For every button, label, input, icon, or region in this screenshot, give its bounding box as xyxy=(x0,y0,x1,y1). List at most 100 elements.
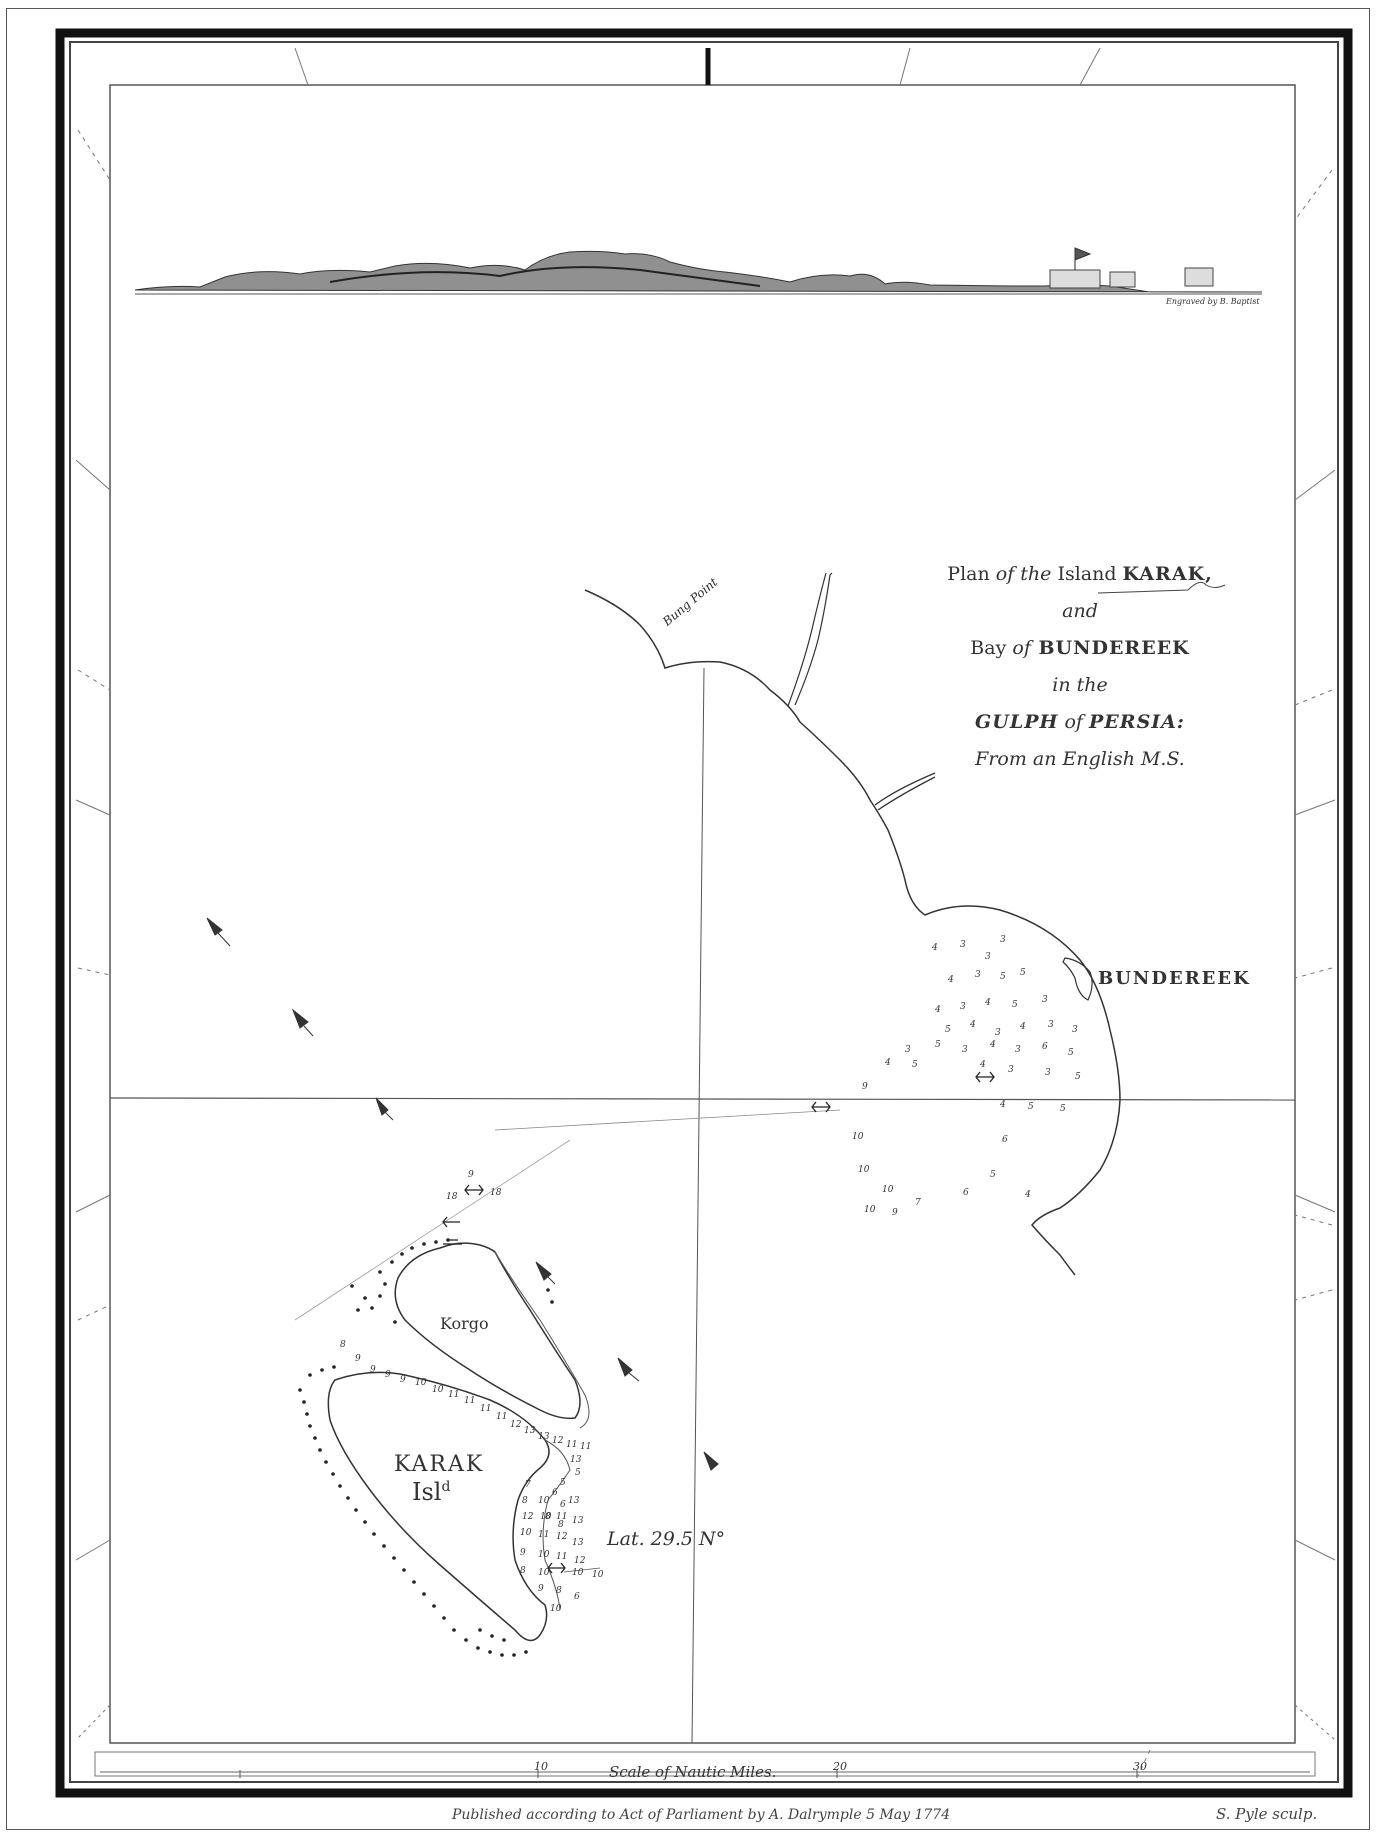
depth-sounding: 4 xyxy=(980,1060,986,1070)
meridian-line xyxy=(691,667,705,1744)
depth-sounding: 5 xyxy=(1012,1000,1018,1010)
depth-sounding: 11 xyxy=(556,1512,568,1522)
scale-tick-label: 30 xyxy=(1133,1760,1147,1773)
depth-sounding: 9 xyxy=(355,1354,361,1364)
depth-sounding: 5 xyxy=(945,1025,951,1035)
depth-sounding: 8 xyxy=(556,1586,562,1596)
outer-frame xyxy=(55,28,1353,1798)
depth-sounding: 3 xyxy=(1008,1065,1014,1075)
ship-symbols xyxy=(206,917,719,1471)
scale-tick-label: 10 xyxy=(534,1760,548,1773)
depth-sounding: 5 xyxy=(912,1060,918,1070)
depth-sounding: 3 xyxy=(1015,1045,1021,1055)
scale-ticks xyxy=(239,1770,1138,1778)
title-flourish xyxy=(1097,581,1226,594)
depth-sounding: 4 xyxy=(1025,1190,1031,1200)
depth-sounding: 3 xyxy=(1072,1025,1078,1035)
scale-tick-label: 20 xyxy=(833,1760,847,1773)
depth-sounding: 9 xyxy=(400,1375,406,1385)
karak-shoal xyxy=(542,1439,571,1611)
depth-sounding: 9 xyxy=(892,1208,898,1218)
depth-sounding: 3 xyxy=(960,940,966,950)
depth-sounding: 11 xyxy=(496,1412,508,1422)
depth-sounding: 11 xyxy=(566,1440,578,1450)
depth-sounding: 10 xyxy=(538,1568,550,1578)
rhumb-dashes xyxy=(77,129,1333,1777)
title-line-3: Bay of BUNDEREEK xyxy=(970,637,1190,659)
depth-sounding: 5 xyxy=(1020,968,1026,978)
depth-sounding: 7 xyxy=(525,1480,531,1490)
publication-note: Published according to Act of Parliament… xyxy=(452,1807,951,1823)
depth-sounding: 3 xyxy=(1048,1020,1054,1030)
depth-sounding: 13 xyxy=(524,1426,536,1436)
chart-title: Plan of the Island KARAK, and Bay of BUN… xyxy=(900,556,1260,778)
depth-sounding: 5 xyxy=(1000,972,1006,982)
depth-sounding: 10 xyxy=(520,1528,532,1538)
depth-sounding: 8 xyxy=(340,1340,346,1350)
depth-sounding: 4 xyxy=(935,1005,941,1015)
depth-sounding: 5 xyxy=(1068,1048,1074,1058)
depth-sounding: 5 xyxy=(990,1170,996,1180)
karak-island xyxy=(327,1371,550,1642)
depth-sounding: 8 xyxy=(545,1512,551,1522)
depth-sounding: 3 xyxy=(962,1045,968,1055)
depth-sounding: 10 xyxy=(858,1165,870,1175)
depth-sounding: 13 xyxy=(538,1432,550,1442)
depth-sounding: 4 xyxy=(948,975,954,985)
depth-sounding: 5 xyxy=(1075,1072,1081,1082)
depth-sounding: 18 xyxy=(446,1192,458,1202)
creek-inlet xyxy=(874,772,936,811)
river-inlet xyxy=(787,572,833,707)
bundereek-label: BUNDEREEK xyxy=(1098,968,1251,989)
depth-sounding: 5 xyxy=(560,1478,566,1488)
depth-sounding: 3 xyxy=(975,970,981,980)
depth-sounding: 8 xyxy=(520,1566,526,1576)
depth-sounding: 13 xyxy=(570,1455,582,1465)
depth-sounding: 13 xyxy=(568,1496,580,1506)
depth-sounding: 6 xyxy=(1042,1042,1048,1052)
latitude-leader xyxy=(563,1567,601,1573)
latitude-label: Lat. 29.5 N° xyxy=(607,1528,726,1550)
depth-sounding: 10 xyxy=(864,1205,876,1215)
depth-sounding: 7 xyxy=(915,1198,921,1208)
engraver-credit-profile: Engraved by B. Baptist xyxy=(1166,297,1260,306)
depth-sounding: 9 xyxy=(468,1170,474,1180)
depth-sounding: 9 xyxy=(520,1548,526,1558)
depth-sounding: 4 xyxy=(1000,1100,1006,1110)
sailing-track xyxy=(494,1109,841,1131)
depth-sounding: 8 xyxy=(522,1496,528,1506)
depth-sounding: 12 xyxy=(522,1512,534,1522)
depth-sounding: 4 xyxy=(885,1058,891,1068)
korgo-label: Korgo xyxy=(440,1314,489,1333)
depth-sounding: 4 xyxy=(985,998,991,1008)
title-line-5: GULPH of PERSIA: xyxy=(975,711,1185,733)
title-line-6: From an English M.S. xyxy=(975,748,1185,770)
depth-sounding: 11 xyxy=(448,1390,460,1400)
depth-sounding: 12 xyxy=(510,1420,522,1430)
depth-sounding: 6 xyxy=(574,1592,580,1602)
bundereek-inlet xyxy=(1062,957,1093,1001)
depth-sounding: 3 xyxy=(1000,935,1006,945)
depth-sounding: 11 xyxy=(464,1396,476,1406)
depth-sounding: 11 xyxy=(538,1530,550,1540)
depth-sounding: 10 xyxy=(432,1385,444,1395)
depth-sounding: 6 xyxy=(560,1500,566,1510)
depth-sounding: 11 xyxy=(556,1552,568,1562)
depth-sounding: 9 xyxy=(862,1082,868,1092)
depth-sounding: 9 xyxy=(538,1584,544,1594)
engraver-signature: S. Pyle sculp. xyxy=(1216,1805,1318,1823)
depth-sounding: 5 xyxy=(1060,1104,1066,1114)
depth-sounding: 5 xyxy=(935,1040,941,1050)
korgo-island xyxy=(394,1242,581,1420)
map-neatline xyxy=(109,84,1296,1744)
depth-sounding: 11 xyxy=(580,1442,592,1452)
depth-sounding: 4 xyxy=(990,1040,996,1050)
depth-sounding: 9 xyxy=(385,1370,391,1380)
depth-sounding: 4 xyxy=(970,1020,976,1030)
depth-sounding: 12 xyxy=(574,1556,586,1566)
depth-sounding: 3 xyxy=(1042,995,1048,1005)
depth-sounding: 10 xyxy=(415,1378,427,1388)
depth-sounding: 13 xyxy=(572,1516,584,1526)
depth-sounding: 11 xyxy=(480,1404,492,1414)
island-abbreviation: Isld xyxy=(412,1478,451,1506)
